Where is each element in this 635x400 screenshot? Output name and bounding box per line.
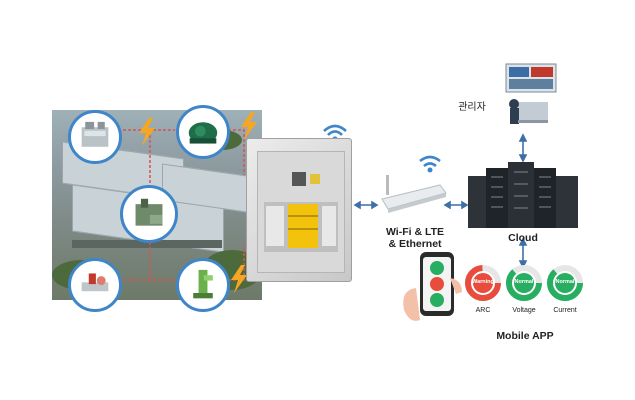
cloud-servers-icon: [468, 162, 578, 228]
gauge-group: Warning ARC Normal Voltage Normal Curren…: [465, 265, 585, 325]
mobile-app-label: Mobile APP: [496, 330, 554, 342]
gauge-label: Current: [553, 307, 577, 314]
lightning-bolt-icon: [231, 265, 247, 293]
equipment-pump-icon: [176, 105, 230, 159]
admin-workstation-icon: [505, 63, 557, 124]
gauge-status: Normal: [514, 279, 534, 285]
gauge-status: Warning: [472, 279, 494, 285]
current-gauge-icon: [547, 265, 583, 301]
equipment-spindle-icon: [68, 258, 122, 312]
gauge-label: ARC: [475, 307, 491, 314]
electrical-panel: [246, 138, 352, 282]
equipment-press-icon: [68, 110, 122, 164]
network-label: Wi-Fi & LTE & Ethernet: [385, 226, 445, 250]
arc-gauge-icon: [465, 265, 501, 301]
lightning-bolt-icon: [139, 118, 155, 146]
gauge-status: Normal: [555, 279, 575, 285]
lightning-bolt-icon: [241, 112, 257, 140]
voltage-gauge-icon: [506, 265, 542, 301]
equipment-machine-icon: [120, 185, 178, 243]
equipment-drill-icon: [176, 258, 230, 312]
cloud-label: Cloud: [508, 232, 538, 244]
mobile-phone-icon: [403, 252, 462, 321]
router-icon: [381, 155, 447, 213]
gauge-label: Voltage: [512, 307, 536, 314]
admin-label: 관리자: [458, 102, 486, 113]
